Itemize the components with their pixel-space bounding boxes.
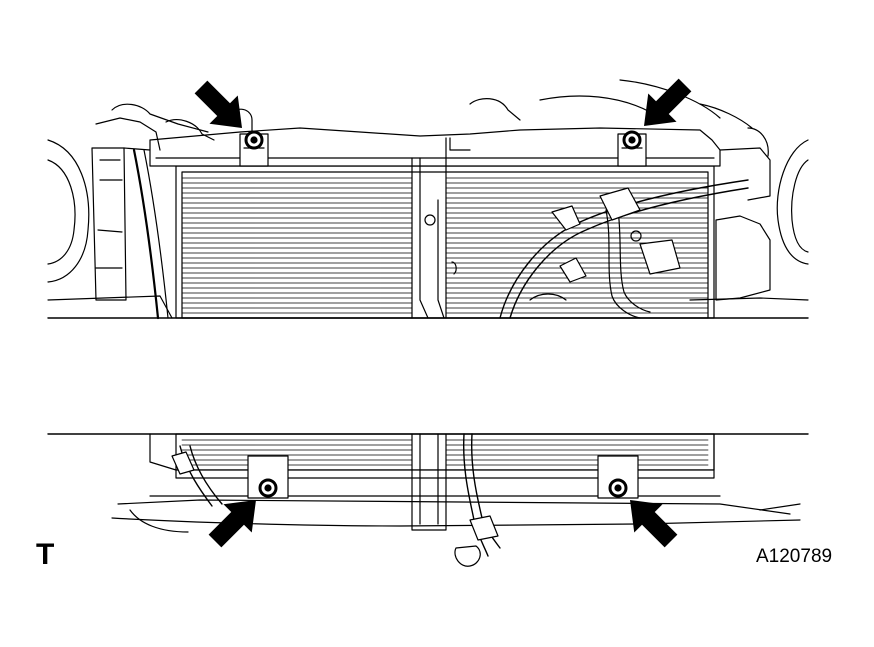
lower-left-bracket	[247, 455, 289, 499]
upper-support-member	[123, 127, 771, 201]
figure-id: A120789	[756, 546, 833, 567]
center-stay-upper	[411, 137, 471, 319]
lower-support-member	[111, 469, 801, 533]
lower-view	[47, 433, 809, 567]
radiator-fins-lower	[181, 439, 709, 466]
center-stay-lower	[411, 433, 447, 531]
upper-left-bracket	[239, 130, 269, 167]
lower-right-bracket	[597, 455, 639, 499]
wire-harness-lower	[171, 433, 501, 567]
view-letter: T	[36, 538, 55, 571]
right-side-structure	[469, 79, 809, 301]
wire-harness-upper	[499, 179, 749, 319]
left-side-structure	[47, 103, 215, 320]
upper-right-bracket	[617, 130, 647, 167]
upper-view	[47, 79, 809, 320]
radiator-core-upper	[175, 165, 715, 319]
